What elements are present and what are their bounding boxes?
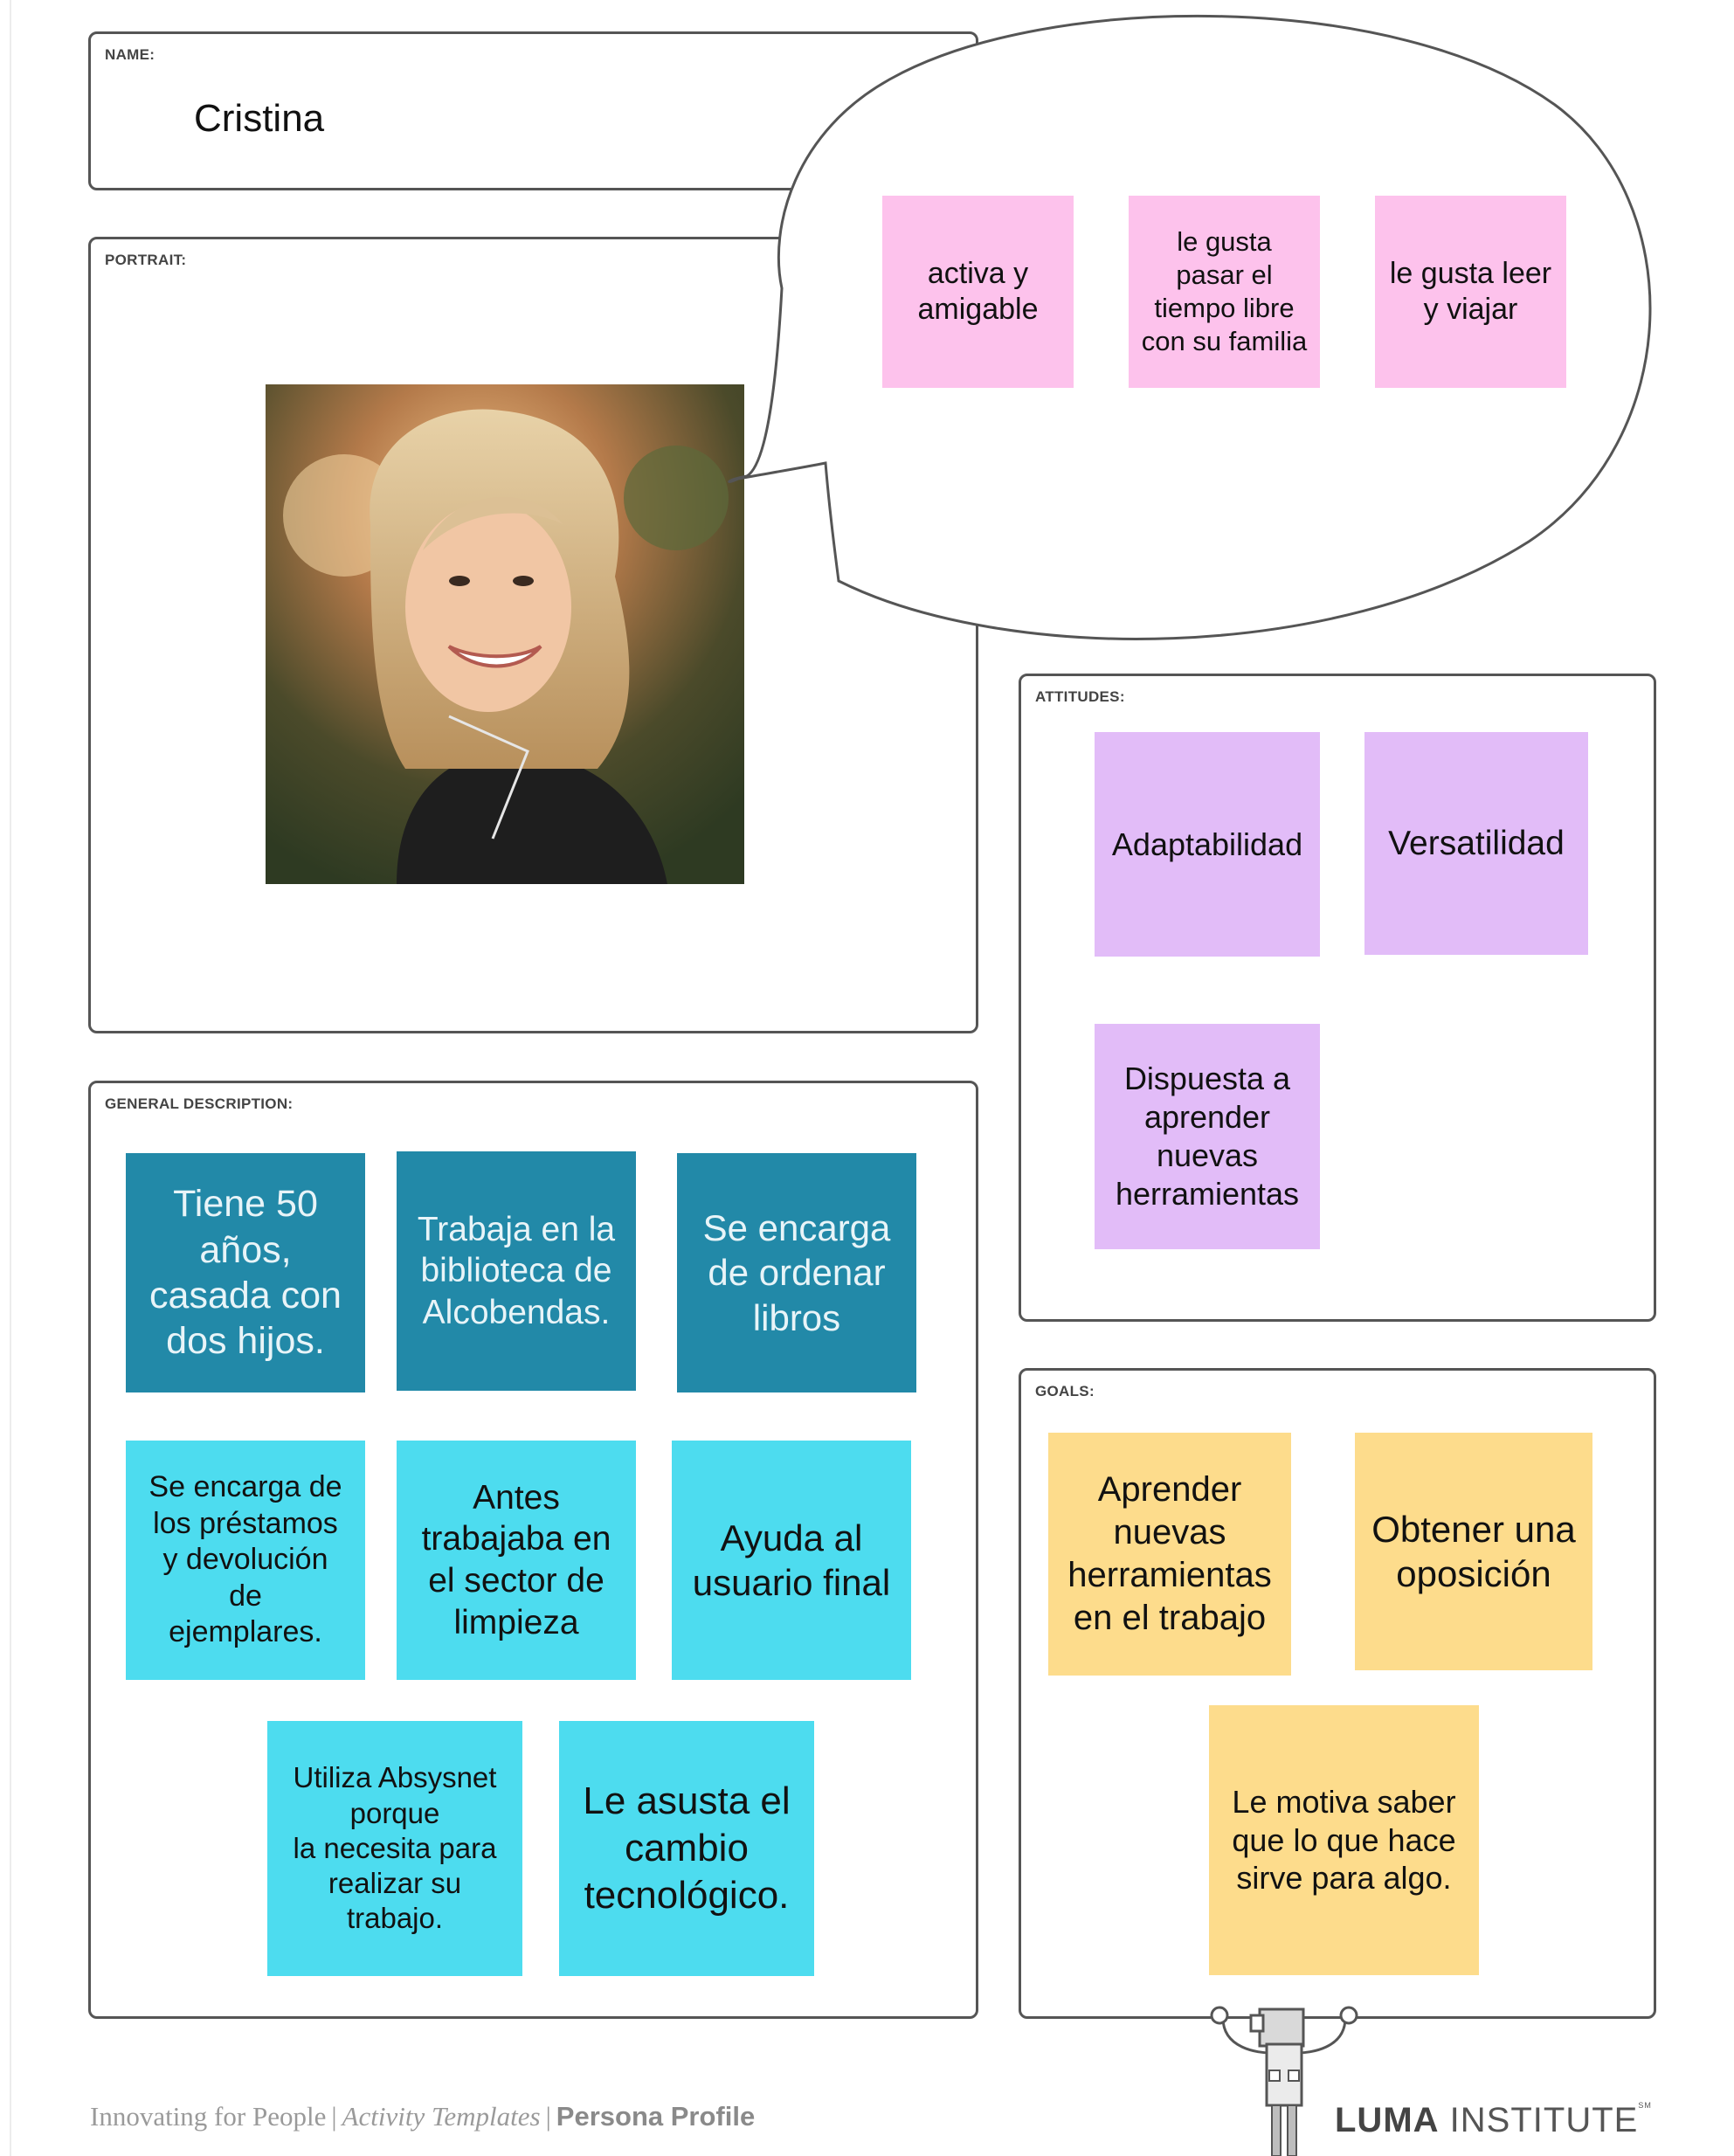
attitude-note[interactable]: Adaptabilidad	[1095, 732, 1320, 957]
general-description-label: GENERAL DESCRIPTION:	[105, 1095, 294, 1112]
luma-institute-logo: LUMA INSTITUTESM	[1335, 2101, 1652, 2140]
description-note[interactable]: Se encarga de ordenar libros	[677, 1153, 916, 1392]
description-note[interactable]: Se encarga de los préstamos y devolución…	[126, 1441, 365, 1680]
description-note[interactable]: Le asusta el cambio tecnológico.	[559, 1721, 814, 1976]
footer-innovating: Innovating for People	[90, 2101, 327, 2132]
attitude-note[interactable]: Versatilidad	[1364, 732, 1588, 955]
attitude-note[interactable]: Dispuesta a aprender nuevas herramientas	[1095, 1024, 1320, 1249]
goal-note[interactable]: Obtener una oposición	[1355, 1433, 1592, 1670]
bubble-note[interactable]: activa y amigable	[882, 196, 1074, 388]
attitudes-label: ATTITUDES:	[1035, 688, 1125, 705]
bubble-note[interactable]: le gusta leer y viajar	[1375, 196, 1566, 388]
description-note[interactable]: Ayuda al usuario final	[672, 1441, 911, 1680]
page-edge-line	[10, 0, 11, 2156]
footer-persona-profile: Persona Profile	[556, 2101, 756, 2132]
luma-mascot-icon	[1210, 2006, 1358, 2156]
persona-name[interactable]: Cristina	[194, 97, 325, 140]
goal-note[interactable]: Le motiva saber que lo que hace sirve pa…	[1209, 1705, 1479, 1975]
bubble-note[interactable]: le gusta pasar el tiempo libre con su fa…	[1129, 196, 1320, 388]
logo-institute: INSTITUTE	[1449, 2101, 1639, 2139]
portrait-label: PORTRAIT:	[105, 252, 187, 268]
goals-label: GOALS:	[1035, 1383, 1095, 1399]
name-label: NAME:	[105, 46, 155, 63]
footer-credits: Innovating for People|Activity Templates…	[90, 2101, 756, 2132]
description-note[interactable]: Utiliza Absysnet porque la necesita para…	[267, 1721, 522, 1976]
logo-service-mark: SM	[1638, 2101, 1652, 2110]
logo-luma: LUMA	[1335, 2101, 1440, 2139]
description-note[interactable]: Antes trabajaba en el sector de limpieza	[397, 1441, 636, 1680]
description-note[interactable]: Trabaja en la biblioteca de Alcobendas.	[397, 1151, 636, 1391]
description-note[interactable]: Tiene 50 años, casada con dos hijos.	[126, 1153, 365, 1392]
portrait-photo[interactable]	[266, 384, 744, 884]
goal-note[interactable]: Aprender nuevas herramientas en el traba…	[1048, 1433, 1291, 1676]
footer-activity-templates: Activity Templates	[342, 2101, 541, 2132]
